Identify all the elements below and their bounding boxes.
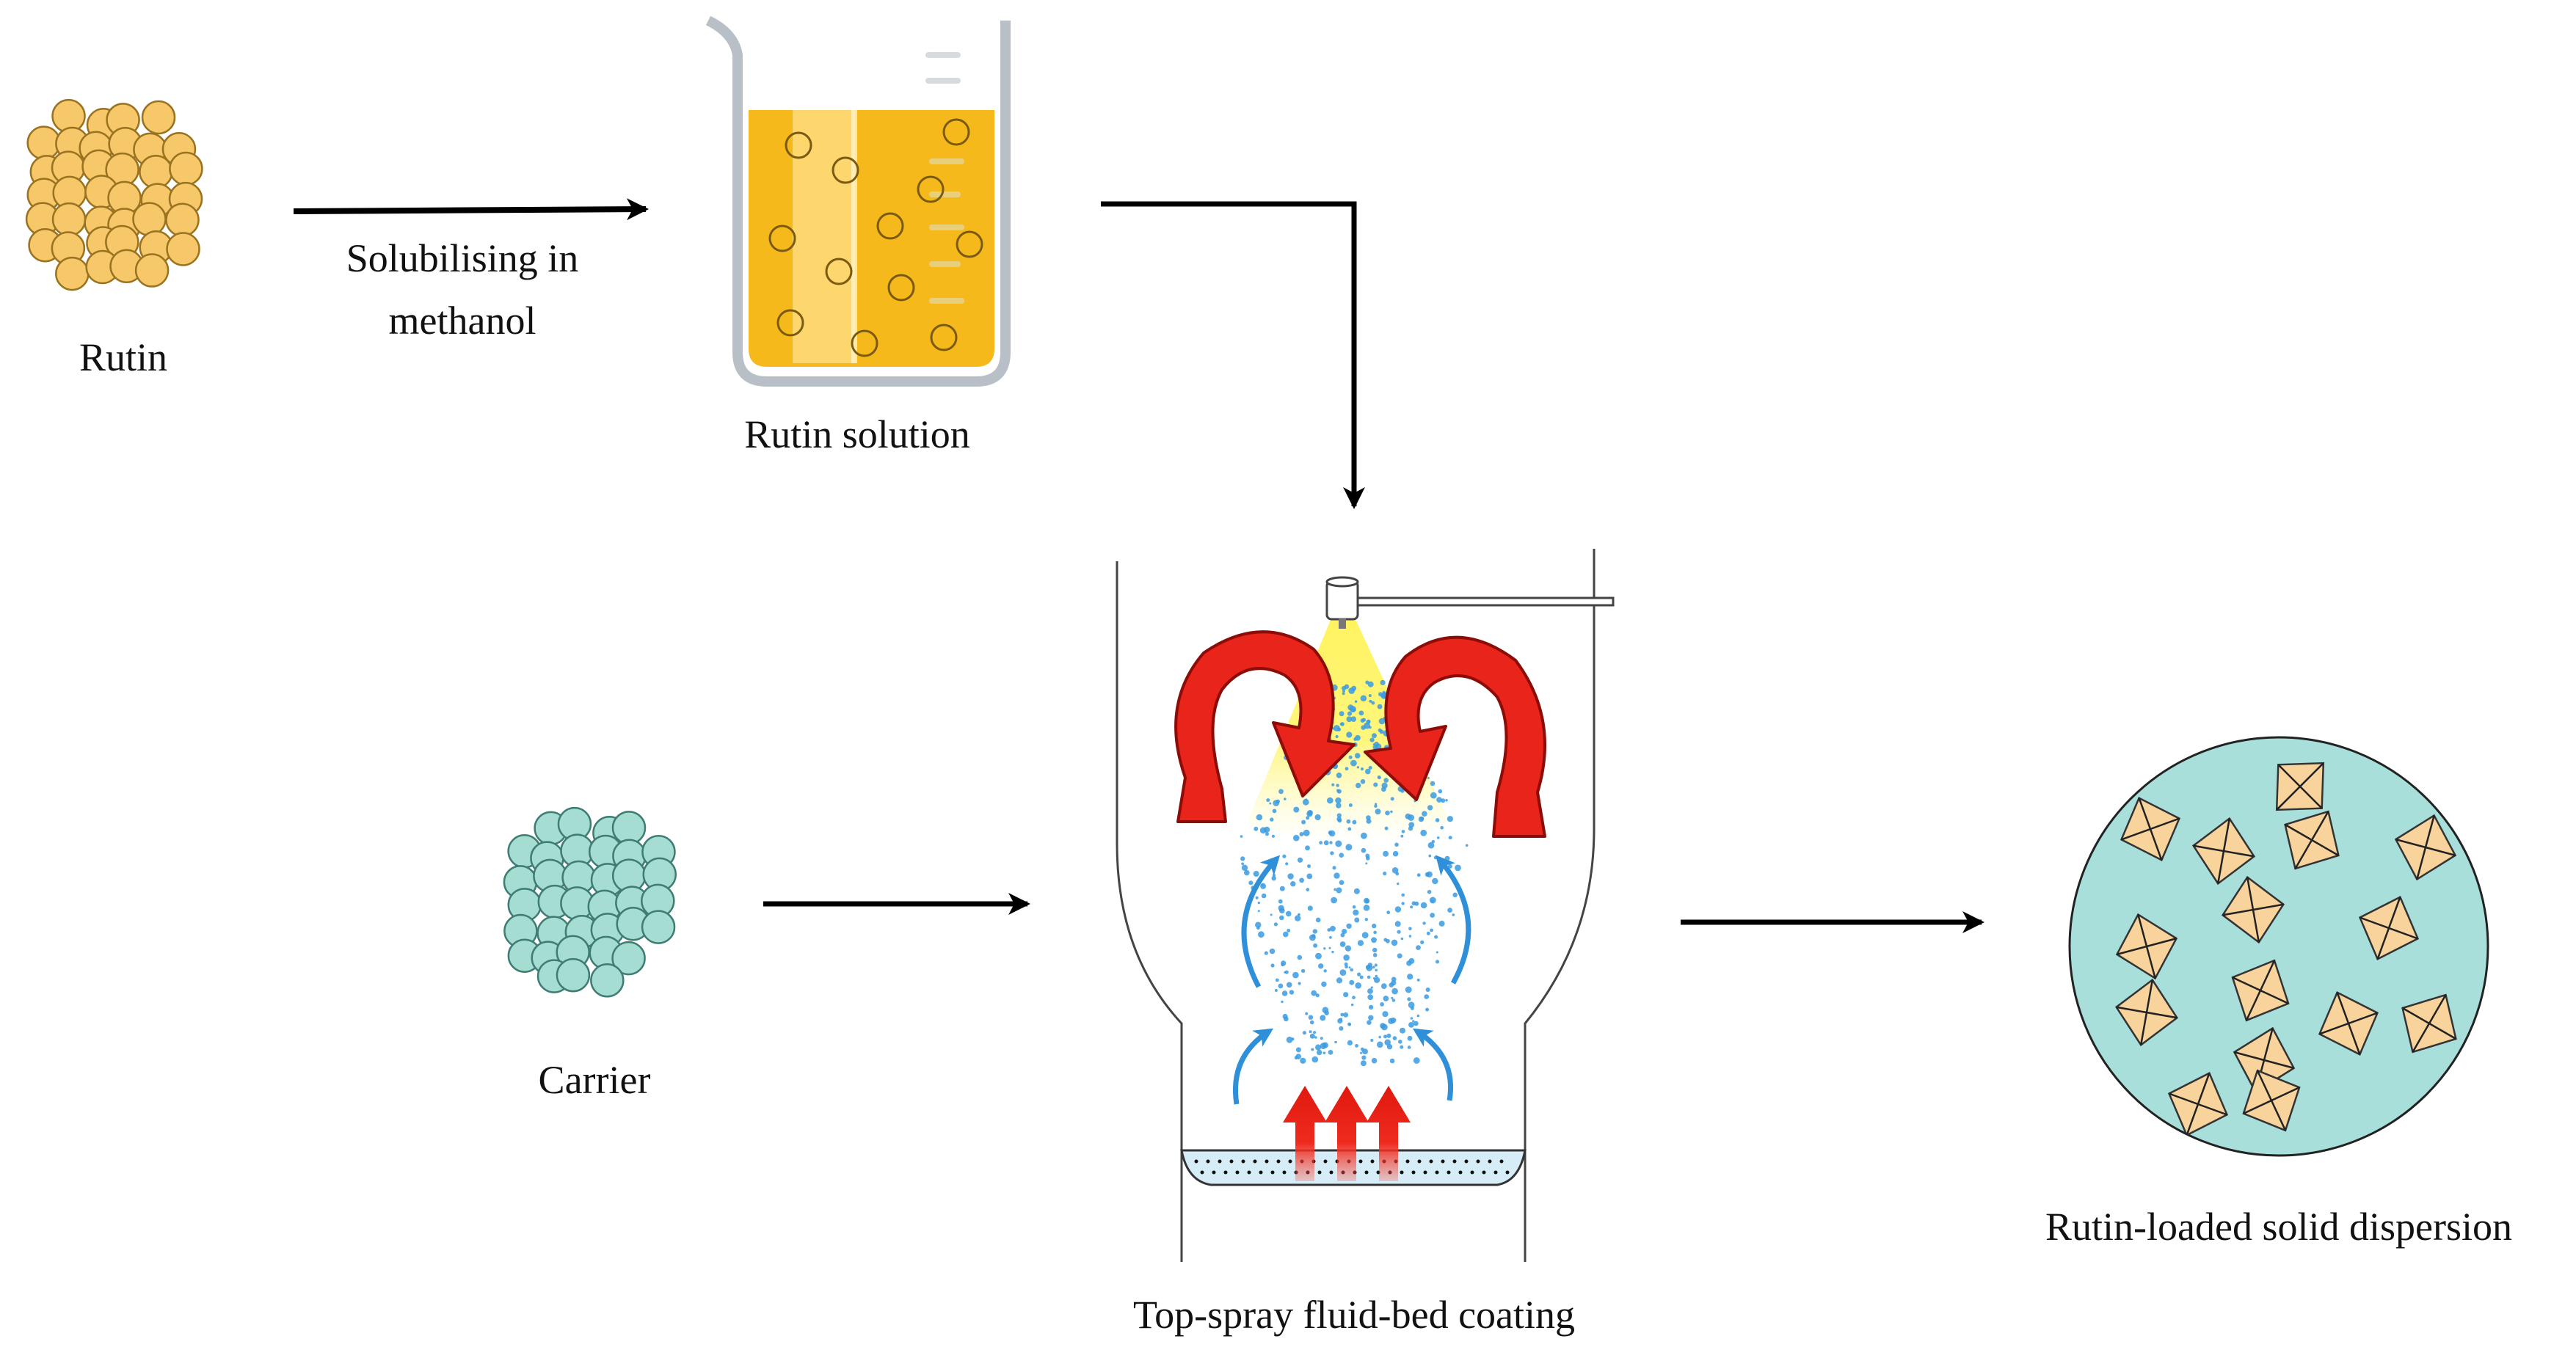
particle — [134, 253, 170, 288]
dissolved-particle — [785, 131, 812, 159]
crystal — [2401, 993, 2457, 1054]
crystal — [2231, 959, 2290, 1022]
particle — [611, 941, 646, 976]
dissolved-particle — [825, 258, 853, 285]
crystal — [2358, 895, 2420, 961]
particle — [641, 910, 676, 944]
crystal — [2242, 1069, 2301, 1132]
step-label-solubilising-line1: Solubilising in — [346, 236, 579, 280]
fluid-bed-coater-icon — [1116, 549, 1615, 1262]
particle — [165, 202, 200, 237]
dissolved-particle — [887, 274, 915, 302]
crystal — [2394, 814, 2457, 881]
crystal — [2191, 817, 2256, 886]
dissolved-particle — [956, 230, 983, 258]
particle — [26, 125, 61, 160]
particle — [141, 100, 176, 135]
beaker-icon — [705, 15, 1011, 387]
carrier-particles-icon — [503, 806, 677, 998]
particle — [51, 202, 87, 237]
crystal — [2275, 762, 2325, 811]
dissolved-particle — [832, 156, 859, 184]
crystal-dispersion-icon — [2068, 736, 2489, 1157]
crystal — [2115, 913, 2178, 980]
particle — [169, 151, 203, 186]
crystal — [2221, 875, 2285, 944]
step-label-solubilising-line2: methanol — [389, 299, 536, 343]
rutin-label: Rutin — [79, 335, 167, 379]
dissolved-particle — [917, 175, 945, 203]
dissolved-particle — [942, 118, 970, 146]
dissolved-particle — [768, 224, 796, 252]
dissolved-particle — [851, 329, 878, 357]
dissolved-particle — [776, 309, 804, 337]
arrow-to-solution — [293, 198, 649, 221]
particle — [556, 957, 591, 993]
particle — [166, 232, 200, 266]
carrier-label: Carrier — [539, 1058, 651, 1102]
dissolved-particle — [930, 324, 958, 351]
crystal — [2318, 990, 2379, 1056]
particle — [132, 202, 167, 236]
crystal — [2284, 810, 2340, 870]
dissolved-particle — [876, 212, 904, 240]
particle — [55, 256, 90, 291]
crystal — [2120, 796, 2181, 862]
product-label: Rutin-loaded solid dispersion — [2045, 1205, 2512, 1249]
fluid-bed-label: Top-spray fluid-bed coating — [1133, 1293, 1575, 1337]
crystal — [2114, 978, 2179, 1047]
rutin-particles-icon — [25, 98, 203, 291]
arrow-to-fluid-bed — [1101, 201, 1365, 509]
rutin-solution-label: Rutin solution — [744, 412, 970, 456]
particle — [590, 963, 625, 998]
